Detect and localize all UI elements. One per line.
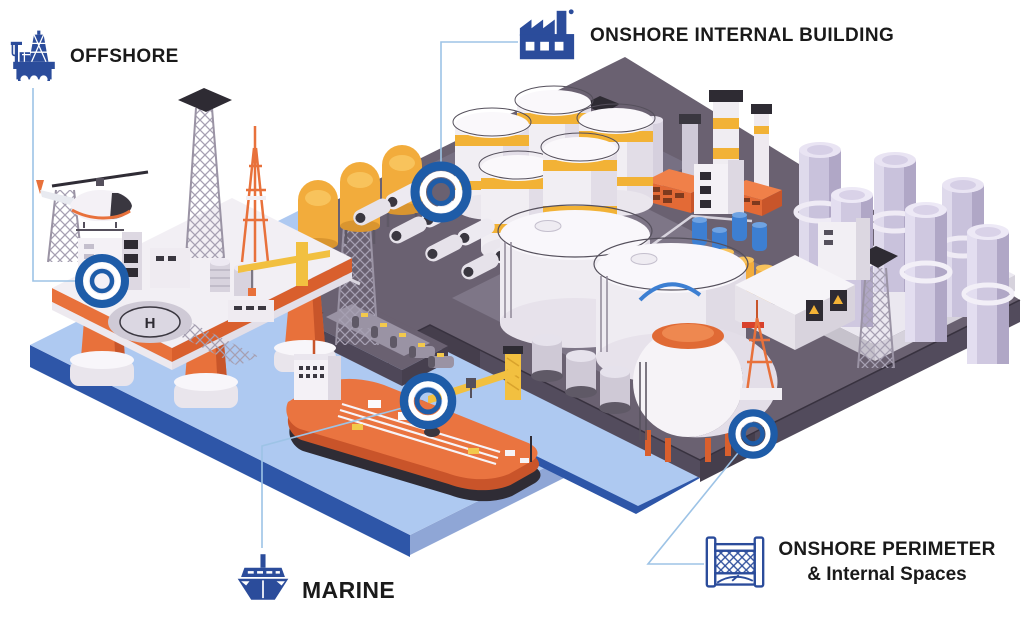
oil-rig-icon [10,30,55,84]
helipad-marking: H [145,315,156,332]
control-building [735,255,855,400]
offshore-platform: H [47,88,352,408]
helipad: H [108,301,258,366]
callout-offshore: OFFSHORE [10,28,179,86]
hotspot-markers [75,161,778,459]
derrick-towers [47,88,270,263]
marine-label: MARINE [302,577,396,603]
pump-row [352,313,454,368]
offshore-label: OFFSHORE [70,46,179,67]
callout-marine: MARINE [236,546,395,608]
connector-marine [261,406,407,548]
deck-buildings [78,232,274,322]
deck-crane [238,242,330,296]
helicopter [36,170,149,231]
hotspot-offshore [75,254,129,308]
callout-onshore-perimeter: ONSHORE PERIMETER & Internal Spaces [704,530,996,594]
factory-icon [519,9,575,60]
hotspot-onshore-internal [410,161,472,223]
harbor-basin [414,366,700,514]
small-derrick [740,300,782,400]
callout-connectors [32,41,739,565]
onshore-perimeter-label: ONSHORE PERIMETER & Internal Spaces [778,539,996,586]
hotspot-perimeter [728,409,778,459]
security-fence-icon [705,536,765,588]
utility-buildings [694,160,870,280]
hotspot-marine [399,372,457,430]
connector-perimeter [646,452,739,565]
processing-columns [793,142,1015,369]
connector-onshore-internal [440,41,518,162]
callout-onshore-internal-building: ONSHORE INTERNAL BUILDING [516,8,894,64]
connector-offshore [32,88,76,282]
cargo-ship-icon [237,554,289,600]
onshore-internal-building-label: ONSHORE INTERNAL BUILDING [590,25,895,46]
lng-sphere-tank [633,282,778,462]
onshore-perimeter-line1: ONSHORE PERIMETER [778,538,996,560]
onshore-perimeter-line2: & Internal Spaces [807,563,967,585]
